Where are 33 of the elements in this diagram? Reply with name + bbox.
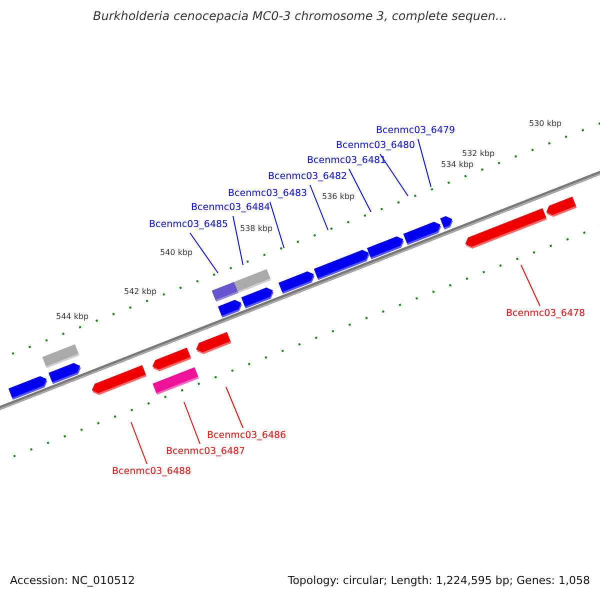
leader-line: [270, 202, 284, 248]
gene-label: Bcenmc03_6485: [149, 219, 228, 231]
scale-label: 532 kbp: [462, 149, 495, 159]
leader-line: [232, 216, 244, 266]
accession-text: Accession: NC_010512: [10, 574, 136, 587]
leader-line: [226, 386, 244, 428]
gene-label: Bcenmc03_6487: [166, 446, 246, 458]
scale-label: 540 kbp: [160, 248, 193, 258]
leader-line: [184, 402, 200, 444]
leader-line: [520, 264, 540, 306]
gene-label: Bcenmc03_6488: [112, 466, 192, 478]
scale-label: 534 kbp: [441, 160, 474, 170]
leader-line: [418, 138, 432, 188]
leader-line: [348, 168, 372, 212]
gene-label: Bcenmc03_6486: [207, 430, 286, 442]
leader-line: [190, 232, 218, 274]
title: Burkholderia cenocepacia MC0-3 chromosome 3, complete sequen...: [92, 9, 508, 23]
leader-line: [380, 154, 408, 196]
scale-label: 536 kbp: [322, 192, 355, 202]
summary-text: Topology: circular; Length: 1,224,595 bp; Genes: 1,058: [288, 574, 590, 587]
gene-label: Bcenmc03_6480: [336, 140, 416, 152]
gene-label: Bcenmc03_6479: [376, 125, 456, 137]
scale-label: 544 kbp: [56, 312, 89, 322]
leader-line: [130, 422, 148, 464]
scale-label: 542 kbp: [124, 287, 157, 297]
scale-label: 538 kbp: [240, 224, 273, 234]
gene-label: Bcenmc03_6482: [268, 171, 348, 183]
gene-label: Bcenmc03_6484: [191, 202, 270, 214]
scale-label: 530 kbp: [529, 119, 562, 129]
gene-label: Bcenmc03_6481: [307, 155, 386, 167]
gene-label: Bcenmc03_6478: [506, 308, 586, 320]
gene-label: Bcenmc03_6483: [228, 188, 308, 200]
leader-line: [310, 184, 328, 230]
